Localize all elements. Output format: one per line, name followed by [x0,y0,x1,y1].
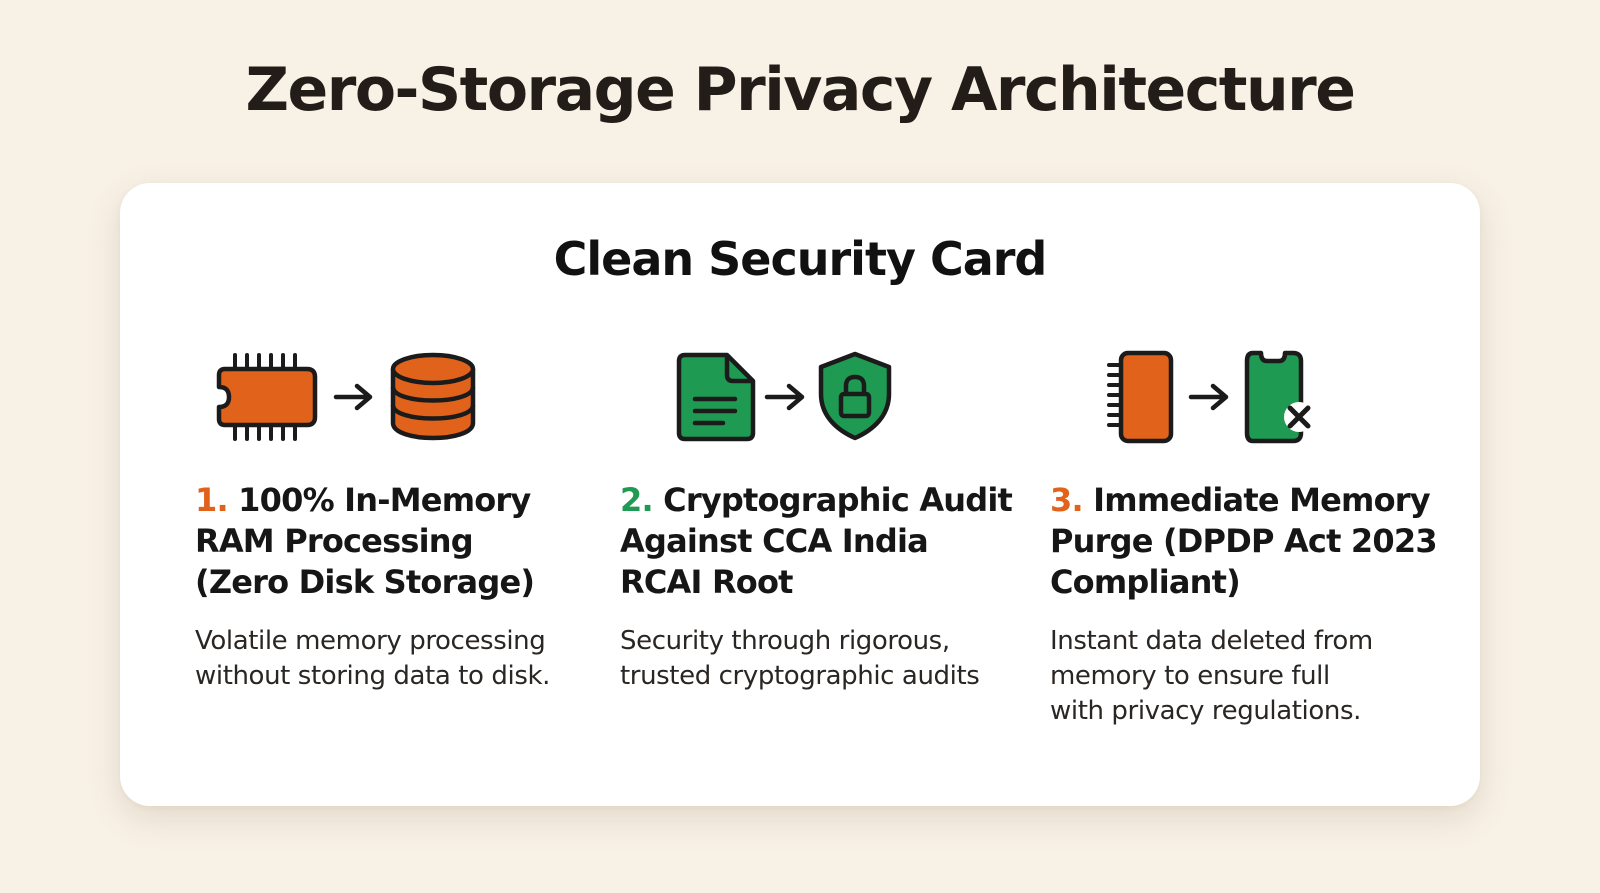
arrow-right-icon [333,383,373,411]
security-card: Clean Security Card [120,183,1480,806]
feature-description-2: Security through rigorous, trusted crypt… [620,626,980,691]
icon-row-2 [675,347,895,447]
memory-module-icon [1107,350,1174,444]
feature-heading-2: 2. Cryptographic Audit Against CCA India… [620,481,1013,601]
feature-description-3: Instant data deleted from memory to ensu… [1050,626,1373,726]
card-title: Clean Security Card [553,232,1048,286]
feature-heading-3: 3. Immediate Memory Purge (DPDP Act 2023… [1050,481,1438,601]
feature-number-2: 2. [620,481,654,519]
feature-column-3: 3. Immediate Memory Purge (DPDP Act 2023… [1050,183,1450,806]
icon-row-3 [1105,347,1315,447]
page-title: Zero-Storage Privacy Architecture [245,55,1356,125]
feature-description-1: Volatile memory processing without stori… [195,626,551,691]
phone-delete-icon [1244,350,1314,444]
document-icon [676,352,756,442]
ram-chip-icon [216,353,318,441]
shield-lock-icon [818,351,892,441]
database-icon [390,352,476,441]
feature-column-1: 1. 100% In-Memory RAM Processing (Zero D… [195,183,585,806]
arrow-right-icon [1188,383,1229,411]
icon-row-1 [215,347,477,447]
feature-heading-1: 1. 100% In-Memory RAM Processing (Zero D… [195,481,535,601]
arrow-right-icon [764,383,805,411]
feature-number-3: 3. [1050,481,1084,519]
feature-number-1: 1. [195,481,229,519]
feature-column-2: 2. Cryptographic Audit Against CCA India… [620,183,1013,806]
